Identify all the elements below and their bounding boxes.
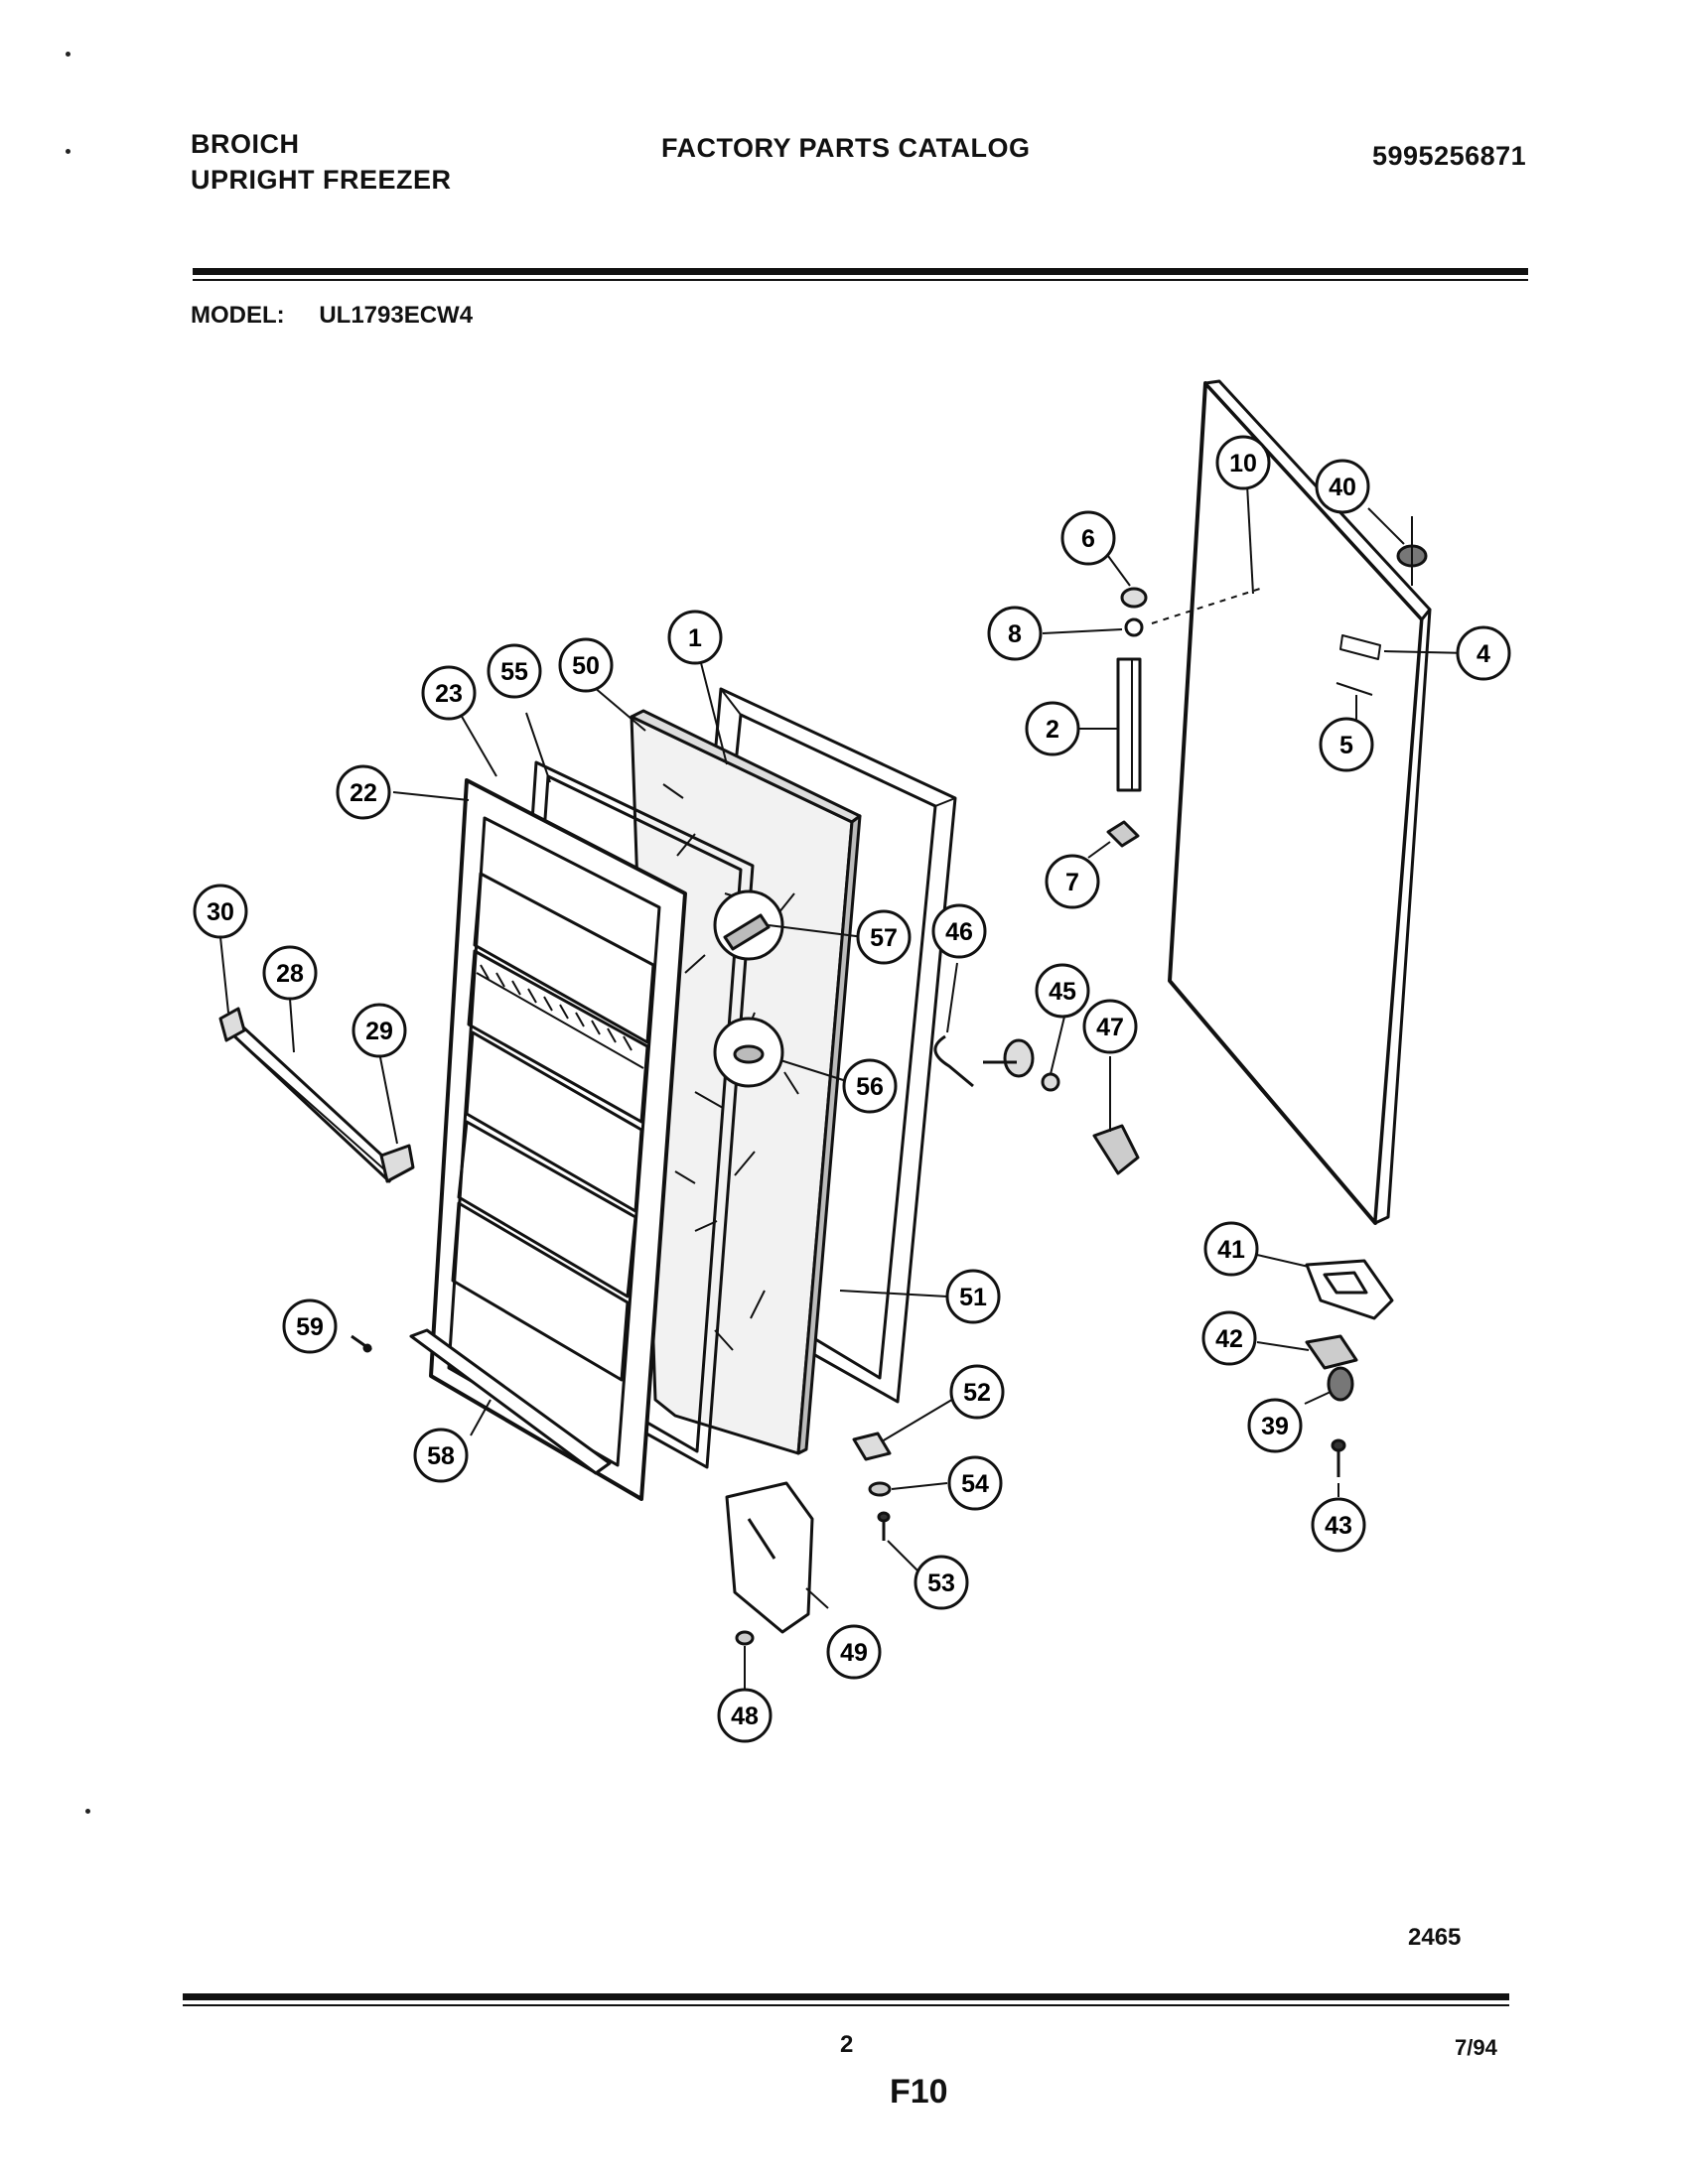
callout-53: 53 bbox=[914, 1555, 969, 1610]
catalog-title: FACTORY PARTS CATALOG bbox=[661, 133, 1031, 163]
callout-6-text: 6 bbox=[1081, 525, 1095, 553]
outer-door-panel bbox=[1168, 379, 1432, 1225]
callout-30: 30 bbox=[193, 884, 248, 939]
callout-22-text: 22 bbox=[350, 779, 377, 807]
callout-5: 5 bbox=[1319, 717, 1374, 772]
callout-43-text: 43 bbox=[1325, 1512, 1352, 1540]
callout-58: 58 bbox=[413, 1428, 469, 1483]
callout-51-text: 51 bbox=[959, 1284, 987, 1311]
callout-39: 39 bbox=[1247, 1398, 1303, 1453]
callout-28-text: 28 bbox=[276, 960, 304, 988]
callout-41: 41 bbox=[1203, 1221, 1259, 1277]
callout-1: 1 bbox=[667, 610, 723, 665]
top-hinge-parts bbox=[1106, 587, 1264, 848]
shelf-retainer-bar bbox=[218, 1007, 415, 1183]
callout-42: 42 bbox=[1201, 1310, 1257, 1366]
drawing-number: 2465 bbox=[1408, 1924, 1462, 1951]
callout-1-text: 1 bbox=[688, 624, 702, 652]
footer-rule bbox=[183, 1993, 1509, 2000]
insulation-foam bbox=[630, 709, 862, 1455]
callout-54-text: 54 bbox=[961, 1470, 989, 1498]
callout-51: 51 bbox=[945, 1269, 1001, 1324]
header-rule bbox=[193, 268, 1528, 275]
callout-48-text: 48 bbox=[731, 1703, 759, 1730]
callout-47: 47 bbox=[1082, 999, 1138, 1054]
door-shelf-frame bbox=[429, 778, 687, 1501]
model-number: UL1793ECW4 bbox=[319, 302, 474, 329]
callout-29: 29 bbox=[352, 1003, 407, 1058]
callout-6: 6 bbox=[1060, 510, 1116, 566]
callout-8-text: 8 bbox=[1008, 620, 1022, 648]
callout-7-text: 7 bbox=[1065, 869, 1079, 896]
callout-29-text: 29 bbox=[365, 1018, 393, 1045]
callout-43: 43 bbox=[1311, 1497, 1366, 1553]
callout-52-text: 52 bbox=[963, 1379, 991, 1407]
callout-56-text: 56 bbox=[856, 1073, 884, 1101]
product-type: UPRIGHT FREEZER bbox=[191, 165, 452, 195]
callout-49-text: 49 bbox=[840, 1639, 868, 1667]
callout-48: 48 bbox=[717, 1688, 773, 1743]
lower-hinge-bracket bbox=[852, 1432, 892, 1541]
handle-hardware bbox=[933, 1034, 1140, 1175]
callout-4-text: 4 bbox=[1477, 640, 1490, 668]
scan-speck bbox=[66, 52, 70, 57]
callout-45-text: 45 bbox=[1049, 978, 1076, 1006]
callout-45: 45 bbox=[1035, 963, 1090, 1019]
callout-40: 40 bbox=[1315, 459, 1370, 514]
footer-rule-thin bbox=[183, 2004, 1509, 2006]
bottom-hinge-parts bbox=[1305, 1259, 1394, 1477]
callout-23-text: 23 bbox=[435, 680, 463, 708]
callout-46: 46 bbox=[931, 903, 987, 959]
page-number: 2 bbox=[840, 2031, 854, 2058]
callout-53-text: 53 bbox=[927, 1570, 955, 1597]
catalog-number: 5995256871 bbox=[1372, 141, 1527, 171]
callout-41-text: 41 bbox=[1217, 1236, 1245, 1264]
model-row: MODEL: UL1793ECW4 bbox=[191, 302, 473, 330]
callout-5-text: 5 bbox=[1339, 732, 1353, 759]
callout-49: 49 bbox=[826, 1624, 882, 1680]
callout-23: 23 bbox=[421, 665, 477, 721]
callout-56: 56 bbox=[842, 1058, 898, 1114]
callout-30-text: 30 bbox=[207, 898, 234, 926]
callout-59: 59 bbox=[282, 1298, 338, 1354]
callout-47-text: 47 bbox=[1096, 1014, 1124, 1041]
callout-labels: 1 2 4 5 6 7 8 10 22 23 28 29 30 39 40 41… bbox=[193, 435, 1511, 1743]
callout-59-text: 59 bbox=[296, 1313, 324, 1341]
callout-57: 57 bbox=[856, 909, 912, 965]
header-rule-thin bbox=[193, 279, 1528, 281]
revision-date: 7/94 bbox=[1455, 2035, 1497, 2060]
callout-2: 2 bbox=[1025, 701, 1080, 756]
callout-55-text: 55 bbox=[500, 658, 528, 686]
bottom-trim bbox=[409, 1328, 612, 1475]
scan-speck bbox=[66, 149, 70, 154]
callout-7: 7 bbox=[1045, 854, 1100, 909]
callout-50: 50 bbox=[558, 637, 614, 693]
callout-39-text: 39 bbox=[1261, 1413, 1289, 1440]
callout-52: 52 bbox=[949, 1364, 1005, 1420]
scan-speck bbox=[85, 1809, 90, 1814]
callout-10: 10 bbox=[1215, 435, 1271, 490]
leader-lines bbox=[219, 483, 1471, 1690]
callout-46-text: 46 bbox=[945, 918, 973, 946]
callout-2-text: 2 bbox=[1046, 716, 1059, 744]
model-label: MODEL: bbox=[191, 302, 285, 329]
callout-55: 55 bbox=[487, 643, 542, 699]
callout-8: 8 bbox=[987, 606, 1043, 661]
callout-58-text: 58 bbox=[427, 1442, 455, 1470]
hinge-cover bbox=[725, 1481, 814, 1634]
hinge-pin-40 bbox=[1396, 516, 1428, 586]
callout-57-text: 57 bbox=[870, 924, 898, 952]
screw-48-head bbox=[735, 1630, 755, 1646]
brand-name: BROICH bbox=[191, 129, 300, 159]
callout-28: 28 bbox=[262, 945, 318, 1001]
section-code: F10 bbox=[890, 2073, 948, 2111]
callout-10-text: 10 bbox=[1229, 450, 1257, 478]
callout-42-text: 42 bbox=[1215, 1325, 1243, 1353]
callout-54: 54 bbox=[947, 1455, 1003, 1511]
callout-40-text: 40 bbox=[1329, 474, 1356, 501]
callout-4: 4 bbox=[1456, 625, 1511, 681]
callout-22: 22 bbox=[336, 764, 391, 820]
callout-50-text: 50 bbox=[572, 652, 600, 680]
